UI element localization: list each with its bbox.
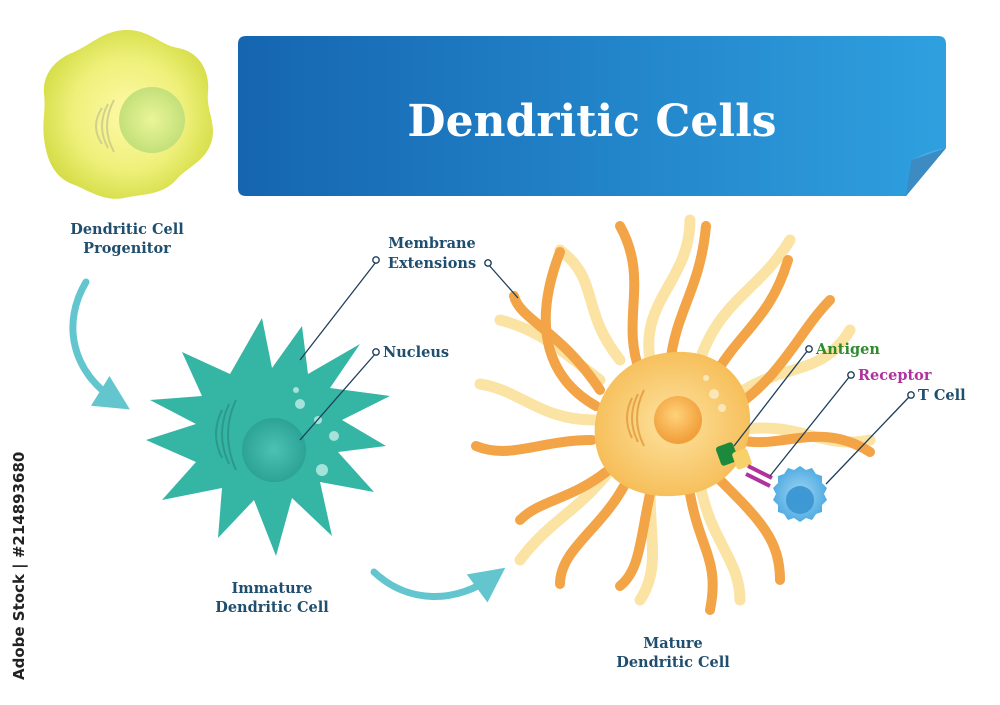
membrane-extensions-label-line2: Extensions xyxy=(388,255,476,272)
stock-id-watermark: Adobe Stock | #214893680 xyxy=(10,451,28,680)
page-title: Dendritic Cells xyxy=(407,96,776,147)
leader-dots xyxy=(372,256,915,399)
t-cell xyxy=(773,466,827,522)
mature-cell xyxy=(471,214,876,615)
mature-golgi xyxy=(626,389,645,447)
progenitor-golgi xyxy=(95,99,115,153)
mature-label-line2: Dendritic Cell xyxy=(616,654,730,671)
receptor-label: Receptor xyxy=(858,367,932,384)
immature-vesicles xyxy=(293,387,339,476)
mature-nucleus xyxy=(654,396,702,444)
progenitor-label-line2: Progenitor xyxy=(83,240,171,257)
immature-golgi xyxy=(215,399,237,471)
title-banner: Dendritic Cells xyxy=(238,36,946,196)
leader-lines xyxy=(299,261,911,485)
progenitor-nucleus xyxy=(119,87,185,153)
immature-nucleus xyxy=(242,418,306,482)
antigen-receptor-complex xyxy=(715,442,773,488)
arrow-progenitor-to-immature xyxy=(69,278,130,410)
progenitor-label-line1: Dendritic Cell xyxy=(70,221,184,238)
immature-label-line1: Immature xyxy=(232,580,313,597)
membrane-extensions-label-line1: Membrane xyxy=(388,235,476,252)
immature-label-line2: Dendritic Cell xyxy=(215,599,329,616)
nucleus-label: Nucleus xyxy=(383,344,449,361)
mature-label-line1: Mature xyxy=(643,635,703,652)
t-cell-label: T Cell xyxy=(918,387,966,404)
arrow-immature-to-mature xyxy=(370,567,506,603)
mature-vesicles xyxy=(703,375,726,412)
progenitor-cell xyxy=(43,30,213,199)
immature-cell xyxy=(146,318,390,556)
antigen-label: Antigen xyxy=(815,341,880,358)
